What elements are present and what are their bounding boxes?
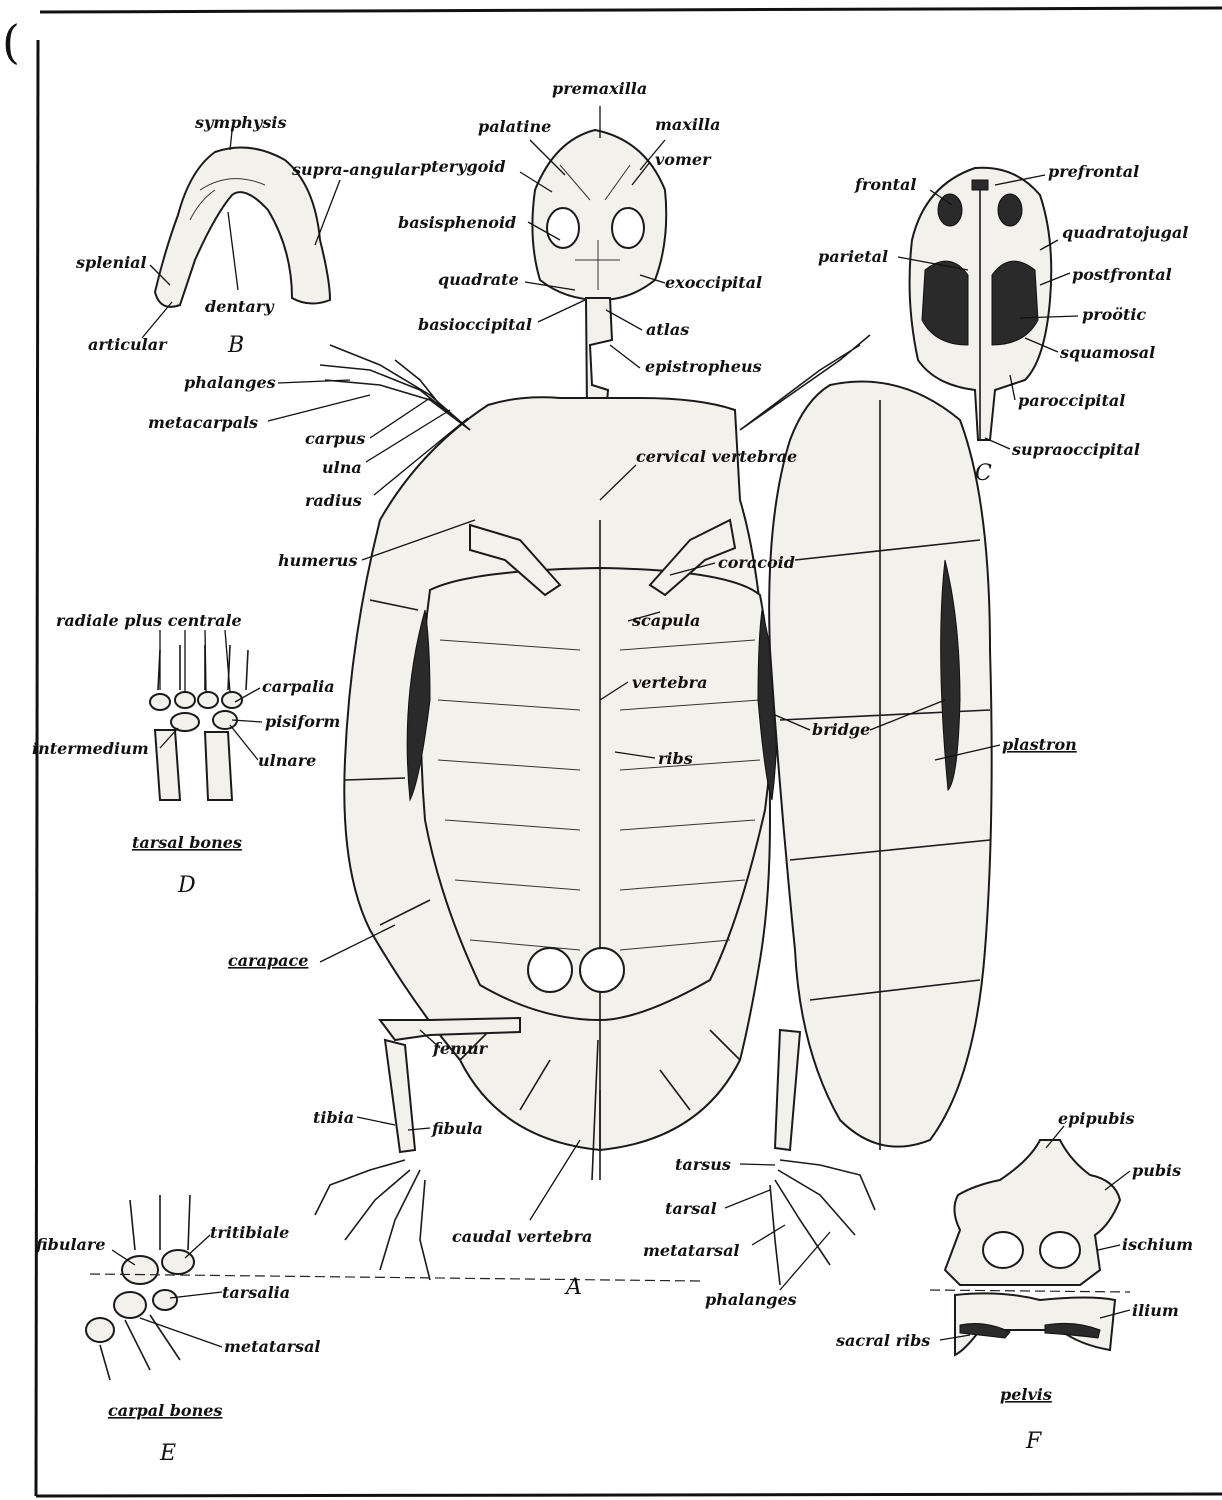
- label-articular: articular: [88, 335, 168, 354]
- label-supraoccipital: supraoccipital: [1011, 440, 1140, 459]
- label-tarsal: tarsal: [665, 1199, 717, 1218]
- label-ischium: ischium: [1122, 1235, 1193, 1254]
- corner-mark: (: [2, 15, 20, 69]
- label-carpus: carpus: [305, 429, 365, 448]
- label-fibulare: fibulare: [35, 1235, 106, 1254]
- label-splenial: splenial: [75, 253, 147, 272]
- label-caudal-vertebra: caudal vertebra: [452, 1227, 592, 1246]
- label-supra-angular: supra-angular: [291, 160, 421, 179]
- label-quadrate: quadrate: [438, 270, 519, 289]
- panel-letter-d: D: [177, 873, 196, 898]
- plastron-shell: [769, 382, 992, 1150]
- panel-letter-c: C: [975, 461, 992, 486]
- panel-letter-f: F: [1025, 1429, 1042, 1454]
- label-sacral-ribs: sacral ribs: [835, 1331, 930, 1350]
- caption-tarsal-bones: tarsal bones: [132, 833, 242, 852]
- panel-e-bones: [86, 1195, 194, 1380]
- label-ulna: ulna: [322, 458, 362, 477]
- label-tritibiale: tritibiale: [210, 1223, 289, 1242]
- label-basisphenoid: basisphenoid: [398, 213, 516, 232]
- label-paroccipital: paroccipital: [1018, 391, 1125, 410]
- label-phalanges-hind: phalanges: [705, 1290, 797, 1309]
- label-premaxilla: premaxilla: [552, 79, 647, 98]
- caption-pelvis: pelvis: [1000, 1385, 1052, 1404]
- label-cervical-vertebrae: cervical vertebrae: [636, 447, 797, 466]
- label-metacarpals: metacarpals: [148, 413, 258, 432]
- label-pubis: pubis: [1132, 1161, 1181, 1180]
- label-atlas: atlas: [646, 320, 689, 339]
- label-scapula: scapula: [631, 611, 700, 630]
- label-carapace: carapace: [228, 951, 308, 970]
- label-tarsalia: tarsalia: [222, 1283, 290, 1302]
- label-postfrontal: postfrontal: [1072, 265, 1172, 284]
- label-tibia: tibia: [313, 1108, 354, 1127]
- label-dentary: dentary: [205, 297, 275, 316]
- label-metatarsal: metatarsal: [643, 1241, 740, 1260]
- panel-letter-e: E: [159, 1441, 176, 1466]
- baseline-dashed: [90, 1274, 700, 1281]
- panel-f-pelvis: [945, 1140, 1120, 1355]
- panel-letter-a: A: [564, 1275, 582, 1300]
- label-squamosal: squamosal: [1059, 343, 1155, 362]
- label-bridge: bridge: [812, 720, 870, 739]
- label-phalanges-fore: phalanges: [184, 373, 276, 392]
- label-prefrontal: prefrontal: [1048, 162, 1139, 181]
- label-ribs: ribs: [658, 749, 693, 768]
- label-palatine: palatine: [478, 117, 551, 136]
- label-prootic: proötic: [1082, 305, 1146, 324]
- label-tarsus: tarsus: [675, 1155, 731, 1174]
- label-coracoid: coracoid: [718, 553, 795, 572]
- label-metatarsal-e: metatarsal: [224, 1337, 321, 1356]
- label-ulnare: ulnare: [258, 751, 316, 770]
- label-carpalia: carpalia: [262, 677, 335, 696]
- label-femur: femur: [432, 1039, 489, 1058]
- panel-letter-b: B: [227, 333, 244, 358]
- label-epipubis: epipubis: [1058, 1109, 1135, 1128]
- label-vertebra: vertebra: [632, 673, 707, 692]
- label-plastron: plastron: [1002, 735, 1077, 754]
- label-humerus: humerus: [278, 551, 357, 570]
- label-epistropheus: epistropheus: [645, 357, 762, 376]
- label-fibula: fibula: [431, 1119, 483, 1138]
- panel-d-bones: [150, 645, 248, 800]
- label-symphysis: symphysis: [194, 113, 286, 132]
- label-vomer: vomer: [655, 150, 712, 169]
- label-parietal: parietal: [818, 247, 888, 266]
- label-ilium: ilium: [1132, 1301, 1179, 1320]
- label-maxilla: maxilla: [655, 115, 720, 134]
- label-frontal: frontal: [854, 175, 916, 194]
- label-radiale-plus-centrale: radiale plus centrale: [56, 611, 242, 630]
- label-exoccipital: exoccipital: [665, 273, 762, 292]
- label-intermedium: intermedium: [32, 739, 149, 758]
- label-pterygoid: pterygoid: [420, 157, 506, 176]
- label-basioccipital: basioccipital: [418, 315, 532, 334]
- label-radius: radius: [305, 491, 362, 510]
- caption-carpal-bones: carpal bones: [108, 1401, 222, 1420]
- label-quadratojugal: quadratojugal: [1062, 223, 1188, 242]
- label-pisiform: pisiform: [265, 712, 340, 731]
